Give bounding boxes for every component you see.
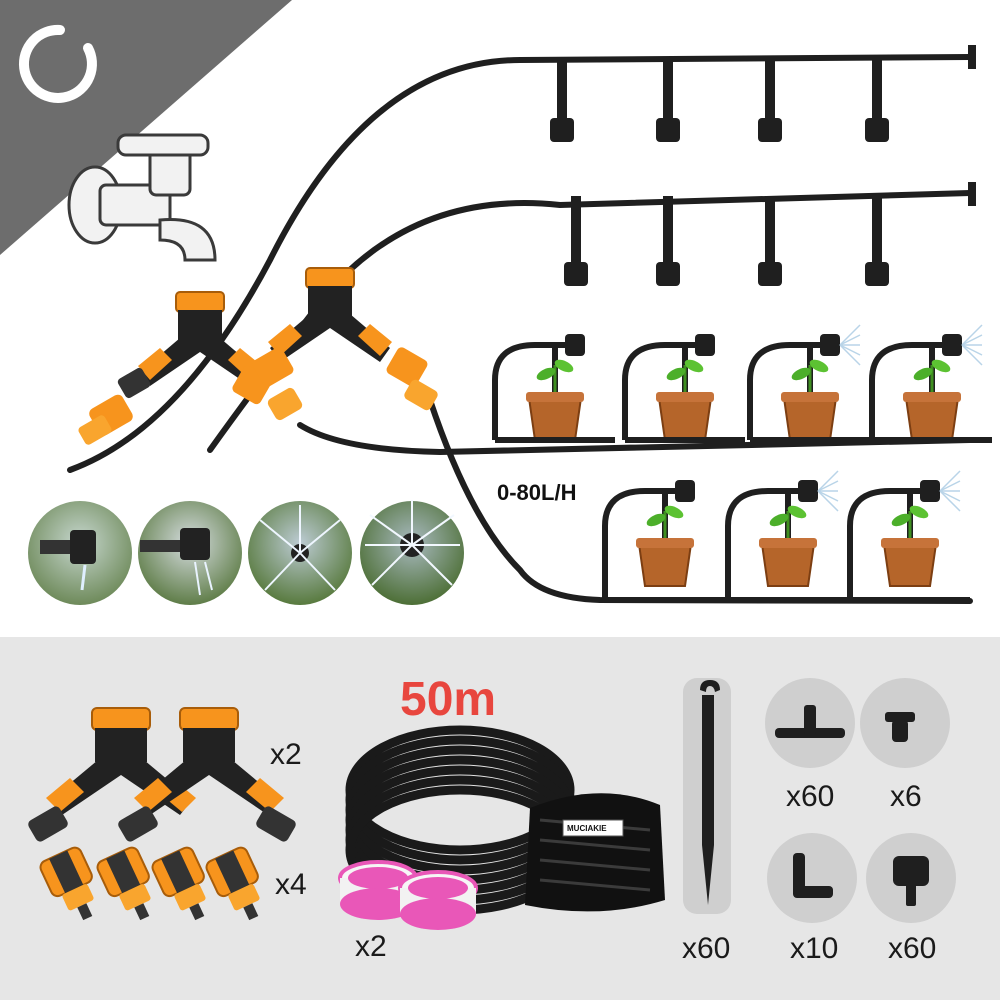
inline-dripper xyxy=(865,60,889,142)
potted-plant xyxy=(622,334,745,443)
quick-connector xyxy=(151,846,206,921)
inline-dripper xyxy=(758,60,782,142)
tee-quantity: x60 xyxy=(786,780,835,813)
stake-quantity: x60 xyxy=(682,932,731,965)
potted-plant xyxy=(847,470,970,603)
inline-dripper xyxy=(656,60,680,142)
kit-splitter-2 xyxy=(118,707,296,842)
refresh-ring-icon xyxy=(19,24,97,103)
kit-splitter-1 xyxy=(28,707,196,842)
tape-quantity: x2 xyxy=(355,930,387,963)
sealing-tape-2 xyxy=(398,870,478,930)
potted-plant xyxy=(492,334,615,443)
spray-photo-4 xyxy=(360,500,464,605)
spray-photo-1 xyxy=(28,501,132,605)
inline-dripper xyxy=(564,196,588,286)
sealing-tape-1 xyxy=(338,860,418,920)
potted-plant xyxy=(747,324,870,443)
hose-length-label: 50m xyxy=(400,673,497,726)
end-plug-icon xyxy=(885,712,915,742)
two-way-splitter-right xyxy=(252,267,438,421)
ground-stake xyxy=(700,680,720,905)
connector-quantity: x4 xyxy=(275,868,307,901)
elbow-quantity: x10 xyxy=(790,932,839,965)
inline-dripper xyxy=(656,196,680,286)
two-way-splitter-left xyxy=(78,291,272,445)
plug-quantity: x6 xyxy=(890,780,922,813)
quick-connector xyxy=(39,846,94,921)
dripper-quantity: x60 xyxy=(888,932,937,965)
quick-connector xyxy=(205,846,260,921)
inline-dripper xyxy=(758,196,782,286)
cable-tie-bag xyxy=(525,793,665,912)
spray-photo-3 xyxy=(248,501,352,605)
brand-label: MUCIAKIE xyxy=(567,824,607,833)
flow-rate-label: 0-80L/H xyxy=(497,480,577,505)
elbow-connector-icon xyxy=(793,853,833,898)
potted-plant xyxy=(725,470,848,603)
faucet-icon xyxy=(67,133,217,262)
splitter-quantity: x2 xyxy=(270,738,302,771)
spray-photo-2 xyxy=(138,501,242,605)
quick-connector xyxy=(96,846,151,921)
inline-dripper xyxy=(550,60,574,142)
tee-connector-icon xyxy=(775,705,845,738)
adjustable-dripper-icon xyxy=(893,856,929,906)
potted-plant xyxy=(602,480,725,603)
potted-plant xyxy=(869,324,992,443)
inline-dripper xyxy=(865,196,889,286)
